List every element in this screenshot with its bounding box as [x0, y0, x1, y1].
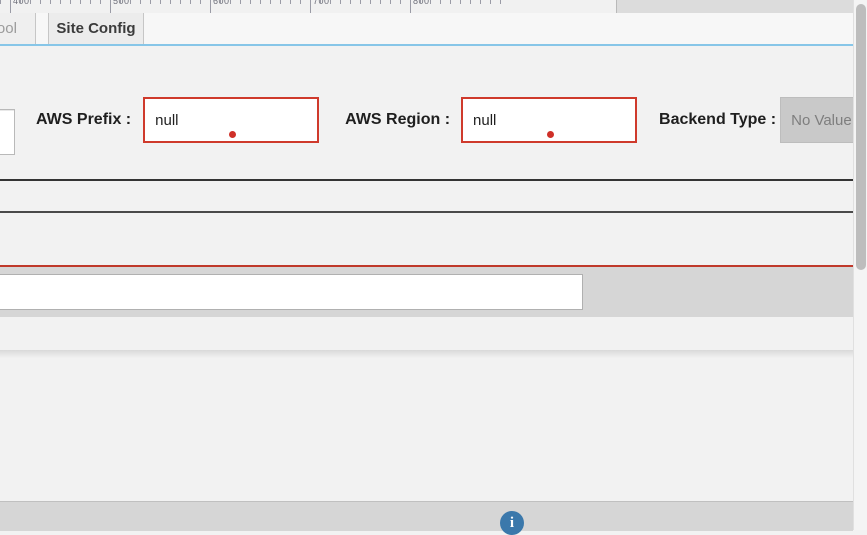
ruler-minor-tick: [480, 0, 481, 4]
ruler-minor-tick: [330, 0, 331, 4]
backend-type-label: Backend Type :: [659, 111, 777, 128]
ruler-minor-tick: [270, 0, 271, 4]
tab-site-config[interactable]: Site Config: [48, 13, 144, 44]
ruler-inactive-tail: [617, 0, 867, 13]
config-form-panel: AWS Prefix : null AWS Region : null Back…: [0, 46, 867, 181]
ruler-label: 500: [113, 0, 130, 6]
aws-region-value: null: [473, 111, 497, 129]
vertical-scrollbar-thumb[interactable]: [856, 4, 866, 270]
ruler-minor-tick: [100, 0, 101, 4]
ruler-minor-tick: [470, 0, 471, 4]
aws-prefix-label: AWS Prefix :: [36, 111, 132, 128]
ruler-minor-tick: [450, 0, 451, 4]
bottom-fill-area: [0, 358, 853, 518]
ruler-minor-tick: [150, 0, 151, 4]
horizontal-ruler: 300400500600700800: [0, 0, 867, 14]
ruler-minor-tick: [460, 0, 461, 4]
clipped-left-input[interactable]: [0, 109, 15, 155]
ruler-minor-tick: [260, 0, 261, 4]
divider-band-upper: [0, 183, 853, 213]
error-rule: [0, 265, 853, 267]
ruler-minor-tick: [490, 0, 491, 4]
ruler-minor-tick: [170, 0, 171, 4]
ruler-minor-tick: [440, 0, 441, 4]
pane-shadow-divider: [0, 350, 853, 358]
ruler-minor-tick: [120, 0, 121, 4]
aws-region-input[interactable]: null: [461, 97, 638, 143]
ruler-minor-tick: [340, 0, 341, 4]
ruler-minor-tick: [430, 0, 431, 4]
aws-prefix-value: null: [155, 111, 179, 129]
ruler-label: 600: [213, 0, 230, 6]
ruler-minor-tick: [280, 0, 281, 4]
ruler-minor-tick: [200, 0, 201, 4]
tab-site-config-label: Site Config: [56, 20, 136, 37]
ruler-minor-tick: [190, 0, 191, 4]
ruler-minor-tick: [90, 0, 91, 4]
ruler-label: 700: [313, 0, 330, 6]
ruler-minor-tick: [80, 0, 81, 4]
ruler-minor-tick: [320, 0, 321, 4]
content-area: AWS Prefix : null AWS Region : null Back…: [0, 46, 867, 535]
ruler-minor-tick: [370, 0, 371, 4]
ruler-minor-tick: [250, 0, 251, 4]
lower-pane: [0, 317, 853, 351]
ruler-major-tick: [410, 0, 411, 13]
ruler-minor-tick: [220, 0, 221, 4]
ruler-minor-tick: [380, 0, 381, 4]
ruler-minor-tick: [180, 0, 181, 4]
ruler-major-tick: [10, 0, 11, 13]
ruler-minor-tick: [70, 0, 71, 4]
ruler-minor-tick: [50, 0, 51, 4]
config-form-row: AWS Prefix : null AWS Region : null Back…: [0, 96, 867, 144]
ruler-minor-tick: [140, 0, 141, 4]
field-aws-prefix: AWS Prefix : null: [36, 96, 320, 144]
tab-bar-filler: [145, 13, 867, 44]
ruler-minor-tick: [230, 0, 231, 4]
ruler-minor-tick: [60, 0, 61, 4]
ruler-minor-tick: [160, 0, 161, 4]
ruler-minor-tick: [240, 0, 241, 4]
ruler-minor-tick: [420, 0, 421, 4]
ruler-label: 800: [413, 0, 430, 6]
ruler-major-tick: [310, 0, 311, 13]
field-backend-type: Backend Type : No Value: [659, 96, 867, 144]
ruler-track: 300400500600700800: [0, 0, 617, 13]
aws-prefix-required-dot: [229, 131, 237, 138]
info-icon-glyph: i: [509, 514, 515, 531]
ruler-minor-tick: [130, 0, 131, 4]
divider-band-lower: [0, 215, 853, 265]
ruler-minor-tick: [290, 0, 291, 4]
ruler-major-tick: [110, 0, 111, 13]
status-bar: [0, 501, 853, 531]
ruler-minor-tick: [40, 0, 41, 4]
tab-deploy-tool-label: y Tool: [0, 20, 17, 37]
aws-region-required-dot: [547, 131, 555, 138]
field-aws-region: AWS Region : null: [345, 96, 638, 144]
ruler-minor-tick: [20, 0, 21, 4]
ruler-minor-tick: [500, 0, 501, 4]
tab-bar: y Tool Site Config: [0, 13, 867, 46]
ruler-minor-tick: [300, 0, 301, 4]
backend-type-value: No Value: [791, 111, 852, 129]
ruler-major-tick: [210, 0, 211, 13]
ruler-minor-tick: [30, 0, 31, 4]
ruler-minor-tick: [0, 0, 1, 4]
tab-deploy-tool[interactable]: y Tool: [0, 13, 36, 44]
vertical-scrollbar[interactable]: [853, 0, 867, 530]
ruler-minor-tick: [400, 0, 401, 4]
ruler-label: 400: [13, 0, 30, 6]
ruler-minor-tick: [390, 0, 391, 4]
aws-prefix-input[interactable]: null: [143, 97, 320, 143]
aws-region-label: AWS Region :: [345, 111, 451, 128]
ruler-minor-tick: [350, 0, 351, 4]
search-input[interactable]: [0, 274, 583, 310]
ruler-minor-tick: [360, 0, 361, 4]
backend-type-select[interactable]: No Value: [780, 97, 867, 143]
info-icon[interactable]: i: [500, 511, 524, 535]
